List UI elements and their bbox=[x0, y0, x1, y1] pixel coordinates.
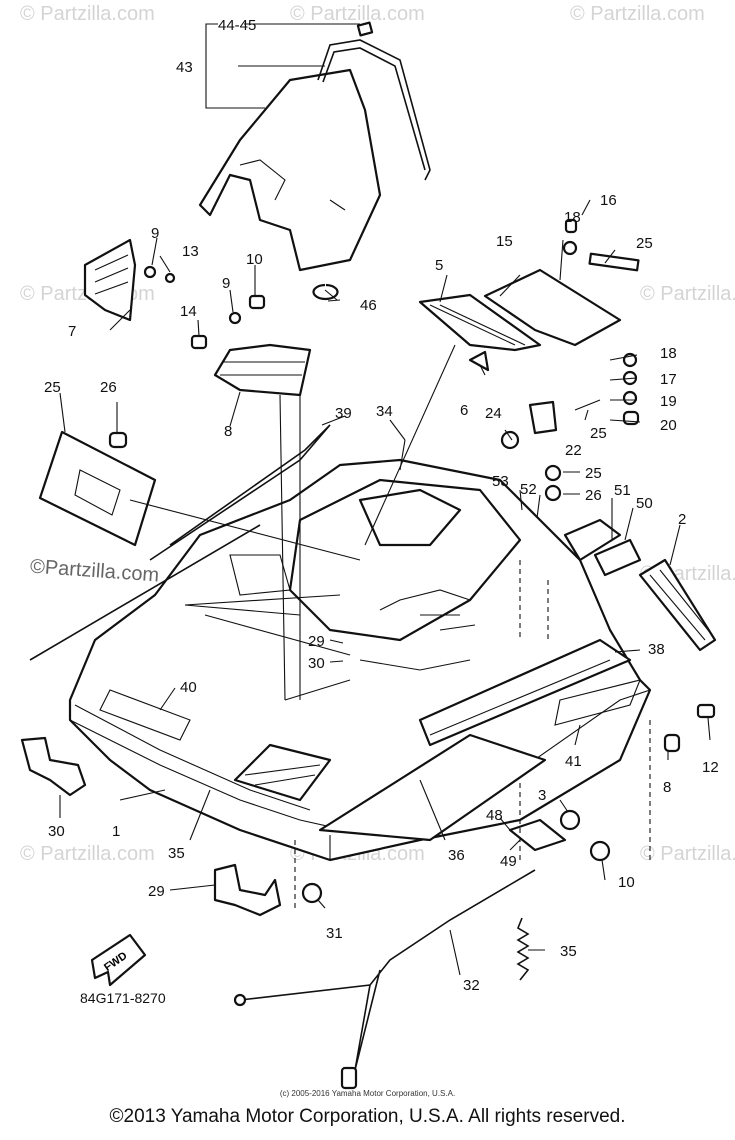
callout: 26 bbox=[585, 487, 602, 504]
rear-grille bbox=[418, 293, 542, 352]
callout: 10 bbox=[246, 251, 263, 268]
callout: 6 bbox=[460, 402, 468, 419]
callout: 12 bbox=[702, 759, 719, 776]
mount-plate bbox=[563, 518, 622, 562]
screw bbox=[574, 399, 601, 411]
callout: 41 bbox=[565, 753, 582, 770]
watermark: © Partzilla.com bbox=[290, 3, 425, 25]
trim-strip bbox=[149, 424, 331, 561]
callout: 25 bbox=[590, 425, 607, 442]
callout: 13 bbox=[182, 243, 199, 260]
callout: 38 bbox=[648, 641, 665, 658]
watermark: © Partzilla.com bbox=[20, 3, 155, 25]
callout: 43 bbox=[176, 59, 193, 76]
callout: 22 bbox=[565, 442, 582, 459]
callout: 3 bbox=[538, 787, 546, 804]
callout: 19 bbox=[660, 393, 677, 410]
callout: 18 bbox=[564, 209, 581, 226]
callout: 5 bbox=[435, 257, 443, 274]
callout: 30 bbox=[48, 823, 65, 840]
callout: 52 bbox=[520, 481, 537, 498]
callout: 18 bbox=[660, 345, 677, 362]
forward-arrow: FWD bbox=[90, 933, 147, 987]
callout: 35 bbox=[168, 845, 185, 862]
callout: 30 bbox=[308, 655, 325, 672]
callout: 2 bbox=[678, 511, 686, 528]
callout: 9 bbox=[222, 275, 230, 292]
side-vent-left bbox=[83, 238, 137, 322]
callout: 31 bbox=[326, 925, 343, 942]
seal-strip bbox=[29, 524, 261, 661]
watermark: © Partzilla.com bbox=[570, 3, 705, 25]
callout: 50 bbox=[636, 495, 653, 512]
callout: 16 bbox=[600, 192, 617, 209]
copyright-notice: ©2013 Yamaha Motor Corporation, U.S.A. A… bbox=[109, 1106, 626, 1127]
callout-labels: 44-45 43 9 13 10 9 14 7 46 5 15 18 16 25… bbox=[44, 17, 719, 994]
windshield bbox=[198, 68, 382, 272]
callout: 29 bbox=[148, 883, 165, 900]
callout: 49 bbox=[500, 853, 517, 870]
small-copyright: (c) 2005-2016 Yamaha Motor Corporation, … bbox=[279, 1089, 456, 1098]
main-hood bbox=[68, 458, 652, 862]
callout: 44-45 bbox=[218, 17, 256, 34]
callout: 39 bbox=[335, 405, 352, 422]
callout: 40 bbox=[180, 679, 197, 696]
center-vent bbox=[213, 343, 312, 397]
watermark: © Partzilla.com bbox=[640, 283, 735, 305]
hinge-left bbox=[20, 736, 87, 797]
diagram-code: 84G171-8270 bbox=[80, 990, 166, 1006]
spring bbox=[516, 917, 530, 981]
callout: 48 bbox=[486, 807, 503, 824]
callout: 25 bbox=[44, 379, 61, 396]
callout: 25 bbox=[585, 465, 602, 482]
callout: 10 bbox=[618, 874, 635, 891]
assembly-lines bbox=[129, 344, 651, 910]
side-panel bbox=[38, 430, 157, 547]
callout: 20 bbox=[660, 417, 677, 434]
callout: 8 bbox=[663, 779, 671, 796]
callout: 32 bbox=[463, 977, 480, 994]
callout: 35 bbox=[560, 943, 577, 960]
watermark: © Partzilla.com bbox=[20, 843, 155, 865]
callout: 36 bbox=[448, 847, 465, 864]
callout: 46 bbox=[360, 297, 377, 314]
release-cable bbox=[239, 869, 536, 1071]
windshield-seal bbox=[317, 21, 431, 181]
rear-plate bbox=[483, 268, 622, 347]
callout: 8 bbox=[224, 423, 232, 440]
callout: 14 bbox=[180, 303, 197, 320]
callout: 7 bbox=[68, 323, 76, 340]
hinge-front bbox=[213, 863, 282, 917]
callout: 17 bbox=[660, 371, 677, 388]
bracket bbox=[468, 350, 490, 372]
callout: 34 bbox=[376, 403, 393, 420]
vent-plate bbox=[593, 538, 642, 577]
callout: 29 bbox=[308, 633, 325, 650]
watermark: © Partzilla.com bbox=[640, 843, 735, 865]
callout: 25 bbox=[636, 235, 653, 252]
callout: 53 bbox=[492, 473, 509, 490]
callout: 51 bbox=[614, 482, 631, 499]
callout: 26 bbox=[100, 379, 117, 396]
leader-lines bbox=[59, 23, 711, 976]
callout: 24 bbox=[485, 405, 502, 422]
side-vent-right bbox=[638, 558, 717, 652]
callout: 15 bbox=[496, 233, 513, 250]
callout: 1 bbox=[112, 823, 120, 840]
plate bbox=[508, 818, 567, 852]
callout: 9 bbox=[151, 225, 159, 242]
bracket bbox=[528, 400, 558, 435]
